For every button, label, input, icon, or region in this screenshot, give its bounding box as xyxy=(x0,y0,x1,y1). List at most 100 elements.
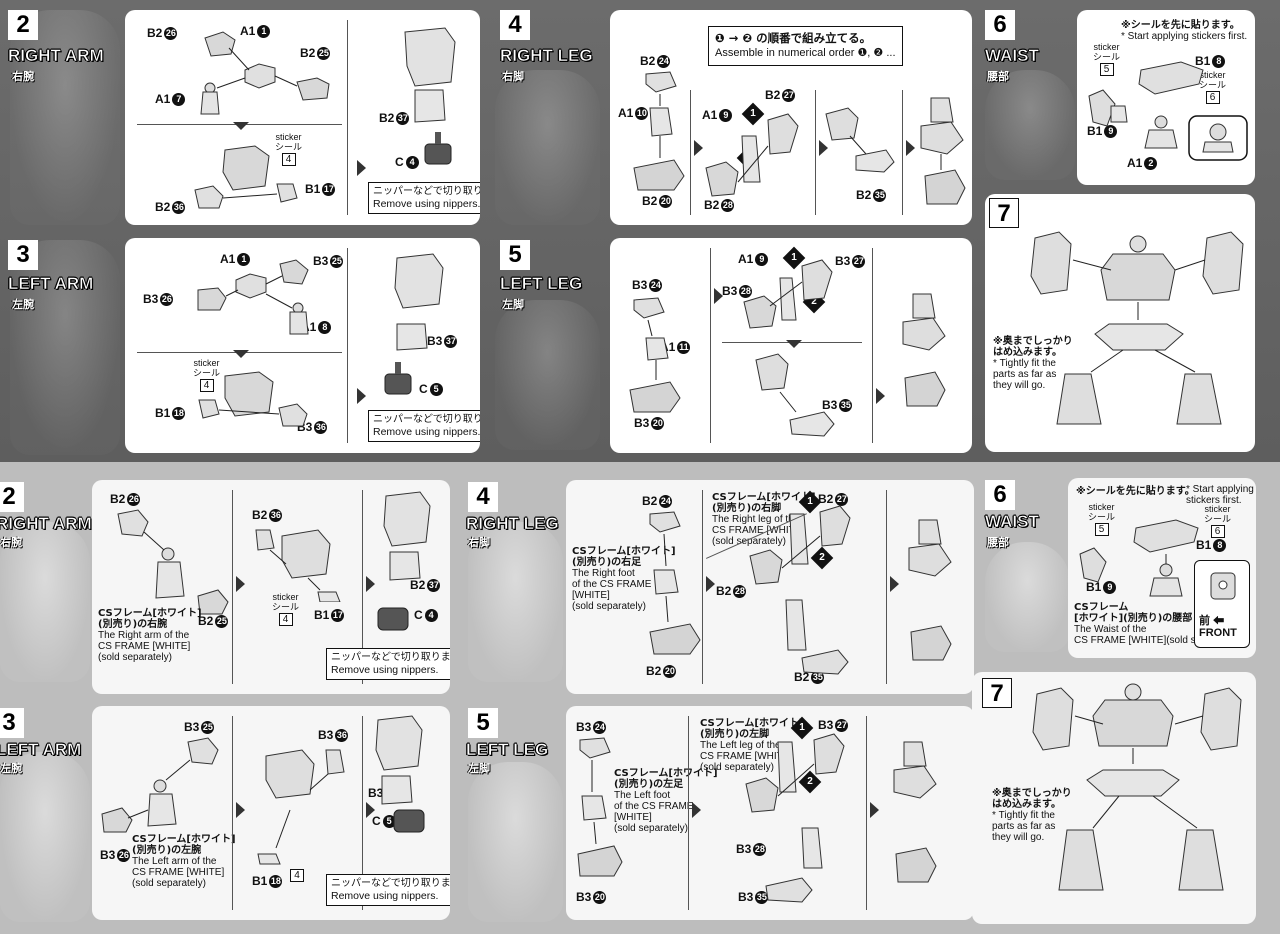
divider xyxy=(902,90,903,215)
leg-foot-diagram xyxy=(633,71,685,191)
arm-assembly-diagram xyxy=(198,371,308,427)
next-arrow xyxy=(366,576,375,592)
divider xyxy=(866,716,867,910)
arm-final-diagram xyxy=(377,491,431,631)
leg-knee-diagram xyxy=(825,107,895,173)
waist-parts-diagram xyxy=(1088,61,1248,161)
divider xyxy=(710,248,711,443)
cs-leg-note: CSフレーム[ホワイト] (別売り)の右脚 The Right leg of t… xyxy=(712,492,816,547)
nipper-note: ニッパーなどで切り取ります。Remove using nippers. xyxy=(368,410,480,442)
step-3-jp-title: 左腕 xyxy=(0,762,22,775)
down-arrow xyxy=(233,122,249,130)
leg-assembly-diagram xyxy=(745,733,845,903)
divider xyxy=(815,90,816,215)
leg-final-diagram xyxy=(920,97,966,205)
step-4-title: RIGHT LEG xyxy=(500,46,593,66)
arm-final-diagram xyxy=(384,253,444,395)
cs-frame-note: CSフレーム[ホワイト] (別売り)の右腕 The Right arm of t… xyxy=(98,608,202,663)
next-arrow xyxy=(876,388,885,404)
nipper-note: ニッパーなどで切り取ります。Remove using nippers. xyxy=(326,648,450,680)
step-6-title: WAIST xyxy=(985,512,1039,532)
step-6-panel: ※シールを先に貼ります。* Start applying stickers fi… xyxy=(1077,10,1255,185)
leg-assembly-diagram xyxy=(705,113,799,197)
step-6-title: WAIST xyxy=(985,46,1039,66)
front-label: 前 ⬅FRONT xyxy=(1199,615,1237,639)
step-7-number: 7 xyxy=(982,678,1012,708)
divider xyxy=(347,20,348,215)
next-arrow xyxy=(819,140,828,156)
tight-fit-note: ※奥までしっかり はめ込みます。 * Tightly fit the parts… xyxy=(993,336,1073,391)
leg-final-diagram xyxy=(908,519,952,661)
divider xyxy=(347,248,348,443)
next-arrow xyxy=(236,802,245,818)
next-arrow xyxy=(366,802,375,818)
nipper-note: ニッパーなどで切り取ります。Remove using nippers. xyxy=(368,182,480,214)
final-assembly-diagram xyxy=(1030,231,1244,425)
next-arrow xyxy=(357,160,366,176)
step-3-jp-title: 左腕 xyxy=(12,298,34,311)
step-5-title: LEFT LEG xyxy=(500,274,583,294)
step-2-title: RIGHT ARM xyxy=(8,46,104,66)
next-arrow xyxy=(706,576,715,592)
cs-frame-note: CSフレーム [ホワイト](別売り)の腰部 The Waist of the C… xyxy=(1074,602,1241,646)
step-4-title: RIGHT LEG xyxy=(466,514,559,534)
step-5-number: 5 xyxy=(468,708,498,738)
step-2-number: 2 xyxy=(8,10,38,40)
step-4-jp-title: 右脚 xyxy=(468,536,490,549)
robot-silhouette-right-leg xyxy=(495,70,600,225)
step-5-number: 5 xyxy=(500,240,530,270)
leg-foot-diagram xyxy=(577,737,623,877)
robot-silhouette-right-arm xyxy=(10,10,120,225)
waist-front-diagram xyxy=(1210,572,1236,600)
robot-silhouette-right-arm xyxy=(0,522,90,682)
cs-foot-note: CSフレーム[ホワイト] (別売り)の右足 The Right foot of … xyxy=(572,546,676,612)
left-arrow-icon: ⬅ xyxy=(1213,615,1225,627)
step-7-panel: 7 ※奥までしっかり はめ込みます。 * Tightly fit the par… xyxy=(985,194,1255,452)
leg-foot-diagram xyxy=(629,297,681,413)
arm-parts-diagram xyxy=(117,509,229,615)
robot-silhouette-left-arm xyxy=(0,752,90,922)
cs-frame-note: CSフレーム[ホワイト] (別売り)の左腕 The Left arm of th… xyxy=(132,834,236,889)
leg-final-diagram xyxy=(902,293,946,407)
step-6-jp-title: 腰部 xyxy=(987,536,1009,549)
down-arrow xyxy=(786,340,802,348)
divider xyxy=(362,490,363,684)
nipper-note: ニッパーなどで切り取ります。Remove using nippers. xyxy=(326,874,450,906)
next-arrow xyxy=(236,576,245,592)
arm-parts-diagram xyxy=(200,31,330,115)
divider xyxy=(232,716,233,910)
sticker-first-note: ※シールを先に貼ります。 xyxy=(1076,486,1195,497)
next-arrow xyxy=(694,140,703,156)
